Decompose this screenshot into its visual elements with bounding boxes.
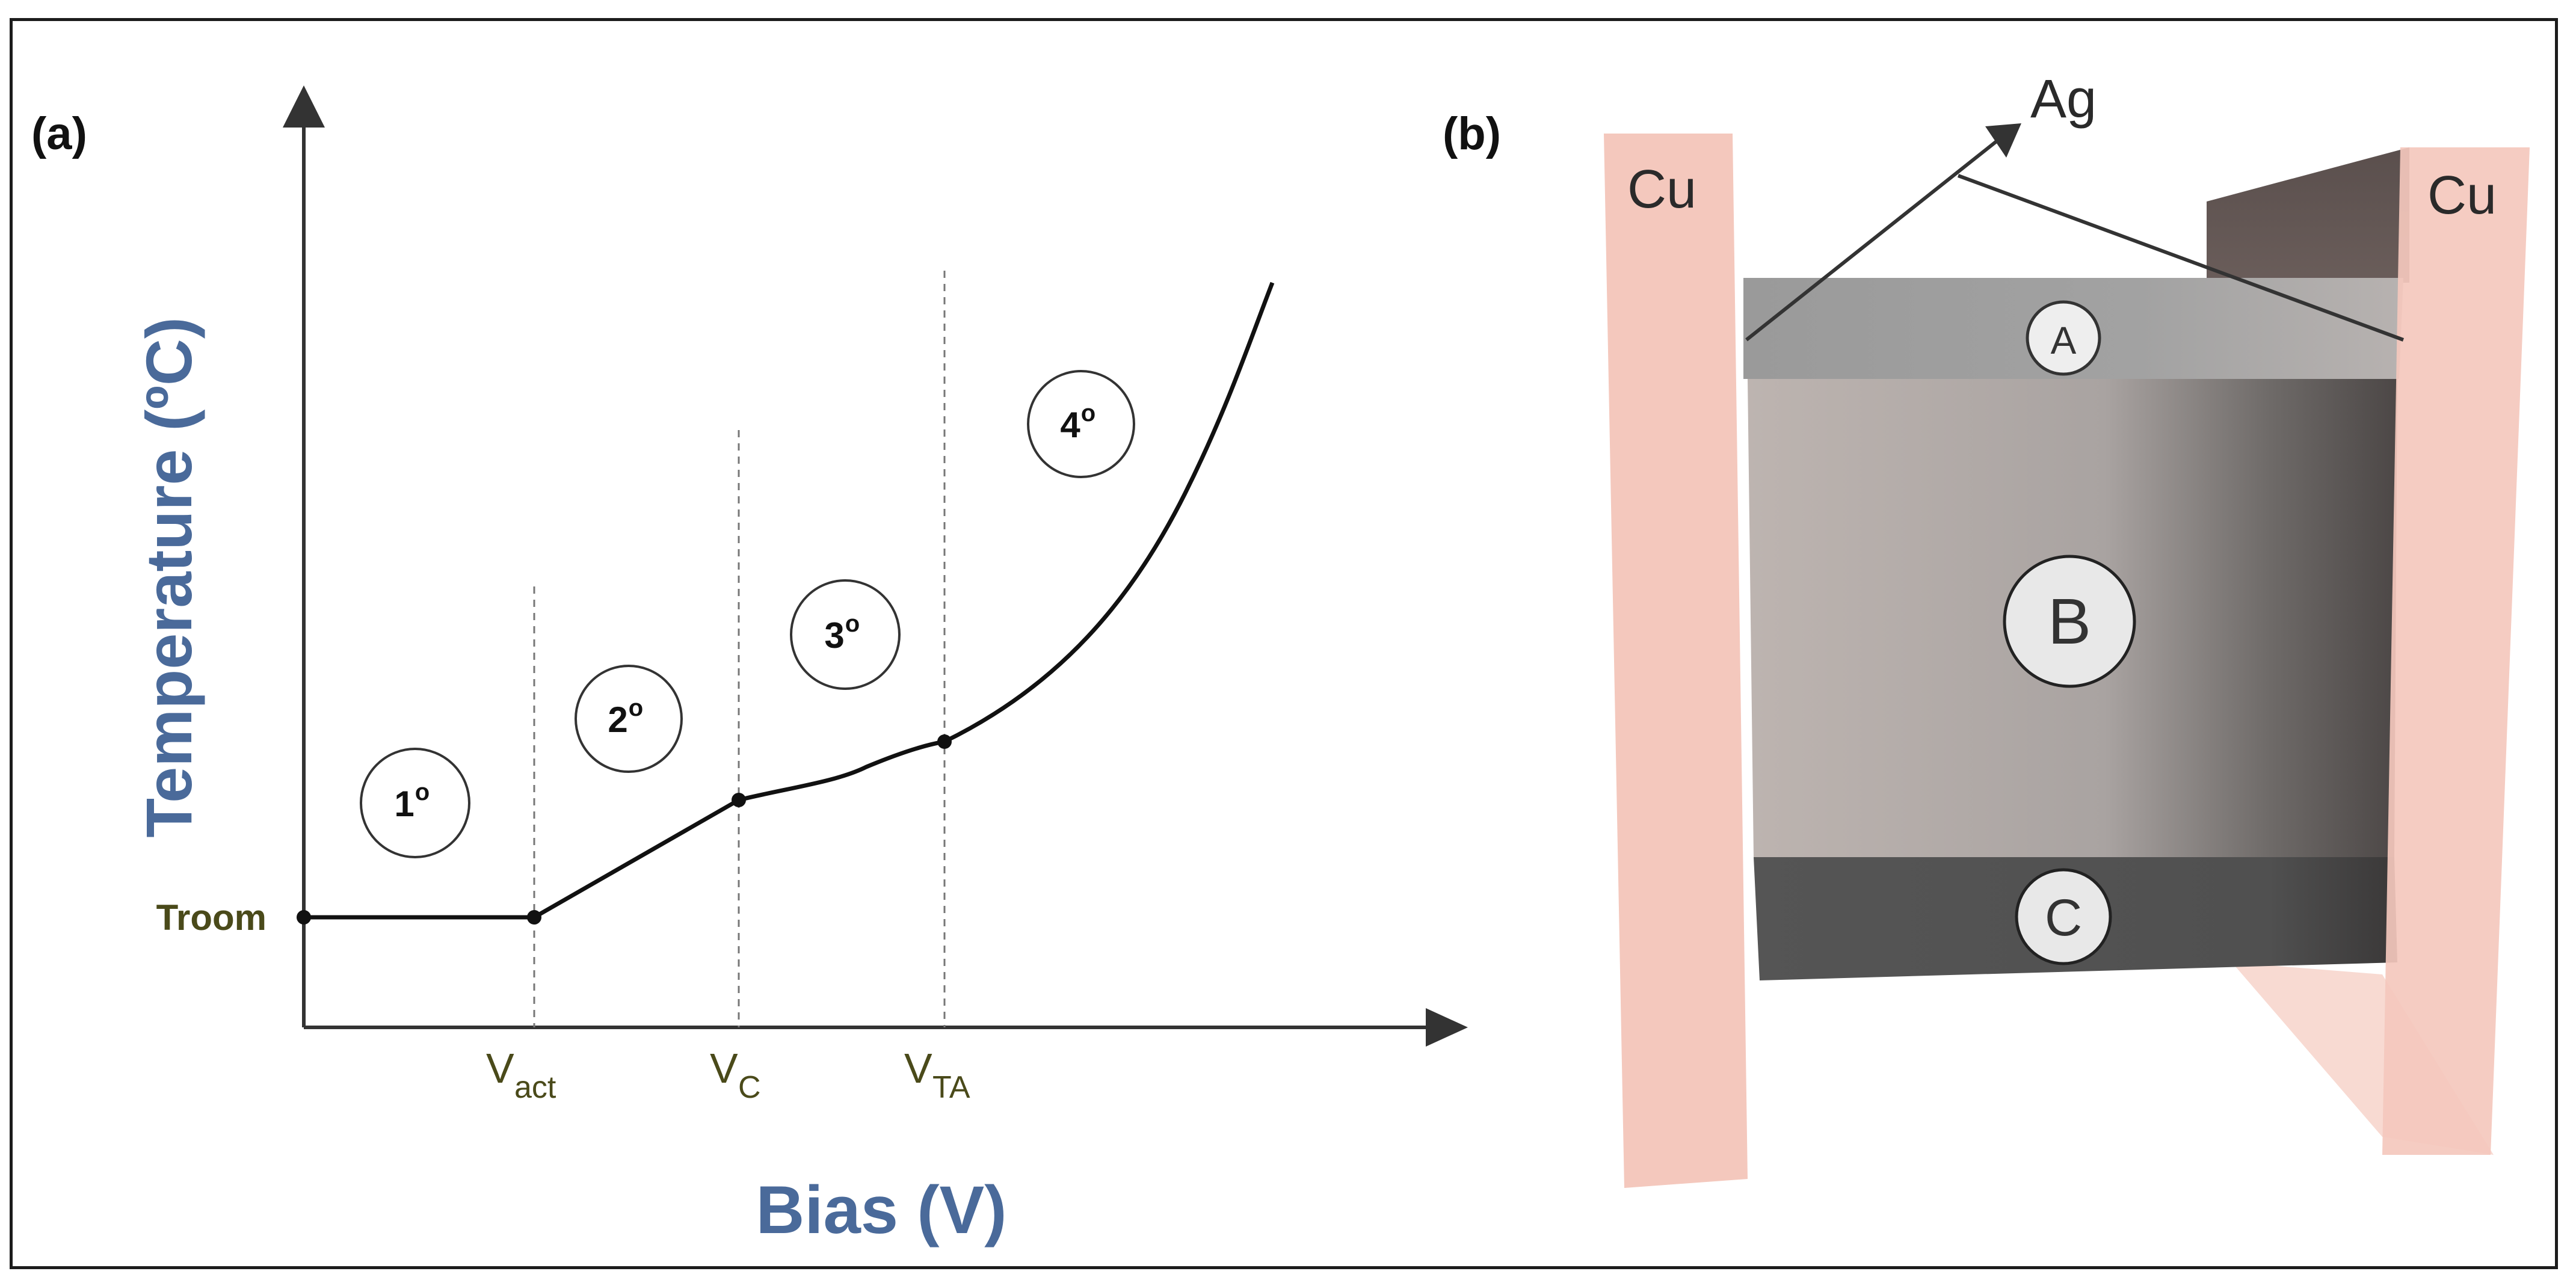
x-tick-vact-main: V <box>486 1045 514 1092</box>
region-3-circle <box>790 579 901 690</box>
x-tick-vact: V act <box>486 1045 556 1105</box>
y-tick-troom: Troom <box>156 897 267 938</box>
layer-a-marker: A <box>2026 300 2101 376</box>
ag-label: Ag <box>2030 69 2097 129</box>
region-3-number: 3 <box>824 615 844 656</box>
x-tick-vc-main: V <box>710 1045 738 1092</box>
region-4-circle <box>1027 370 1135 478</box>
x-tick-vc-sub: C <box>738 1070 761 1105</box>
axes <box>283 85 1468 1047</box>
ag-arrow-head <box>1985 123 2021 158</box>
region-marker-1: 1 o <box>360 748 470 858</box>
layer-c-circle <box>2015 868 2112 965</box>
x-tick-vact-sub: act <box>514 1070 556 1105</box>
region-2-sup: o <box>629 695 643 721</box>
ag-arrow-line <box>1745 132 2007 342</box>
region-1-sup: o <box>415 779 430 805</box>
region-2-circle <box>575 665 683 773</box>
panel-a-label: (a) <box>31 108 87 159</box>
layer-a-letter: A <box>2051 319 2077 362</box>
layer-b-marker: B <box>2003 555 2136 688</box>
region-4-sup: o <box>1081 400 1095 426</box>
region-marker-3: 3 o <box>790 579 901 690</box>
panel-a: (a) Temperature (ºC) Bias (V) Troom V ac… <box>31 85 1468 1248</box>
region-marker-4: 4 o <box>1027 370 1135 478</box>
point-vta <box>937 734 952 749</box>
region-4-number: 4 <box>1060 405 1080 445</box>
point-origin <box>297 910 311 925</box>
layer-a-circle <box>2026 300 2101 376</box>
y-axis-title: Temperature (ºC) <box>132 317 205 838</box>
x-tick-vc: V C <box>710 1045 761 1105</box>
right-copper-electrode <box>2382 147 2530 1155</box>
back-wall <box>2207 147 2409 283</box>
layer-b-letter: B <box>2048 585 2091 657</box>
x-tick-vta: V TA <box>904 1045 970 1105</box>
curve-points <box>297 734 952 925</box>
ag-branch-line <box>1957 174 2405 342</box>
panel-b: (b) Cu Cu Ag A B <box>1443 69 2530 1188</box>
region-2-number: 2 <box>608 700 627 740</box>
panel-b-label: (b) <box>1443 108 1501 159</box>
region-1-circle <box>360 748 470 858</box>
right-electrode-label: Cu <box>2427 165 2497 226</box>
layer-c-letter: C <box>2045 889 2082 947</box>
layer-c-marker: C <box>2015 868 2112 965</box>
region-1-number: 1 <box>394 784 414 824</box>
point-vact <box>527 910 541 925</box>
x-axis-title: Bias (V) <box>756 1172 1007 1248</box>
x-tick-vta-sub: TA <box>932 1070 970 1105</box>
layer-b-circle <box>2003 555 2136 688</box>
point-vc <box>732 793 746 807</box>
left-copper-electrode <box>1604 134 1748 1188</box>
y-axis-arrow <box>283 85 325 128</box>
ag-pointer <box>1745 123 2405 342</box>
dashed-guides <box>533 271 946 1027</box>
x-axis-arrow <box>1426 1008 1468 1047</box>
region-marker-2: 2 o <box>575 665 683 773</box>
region-3-sup: o <box>845 611 860 637</box>
left-electrode-label: Cu <box>1627 159 1696 220</box>
temperature-curve <box>304 282 1275 920</box>
x-tick-vta-main: V <box>904 1045 932 1092</box>
